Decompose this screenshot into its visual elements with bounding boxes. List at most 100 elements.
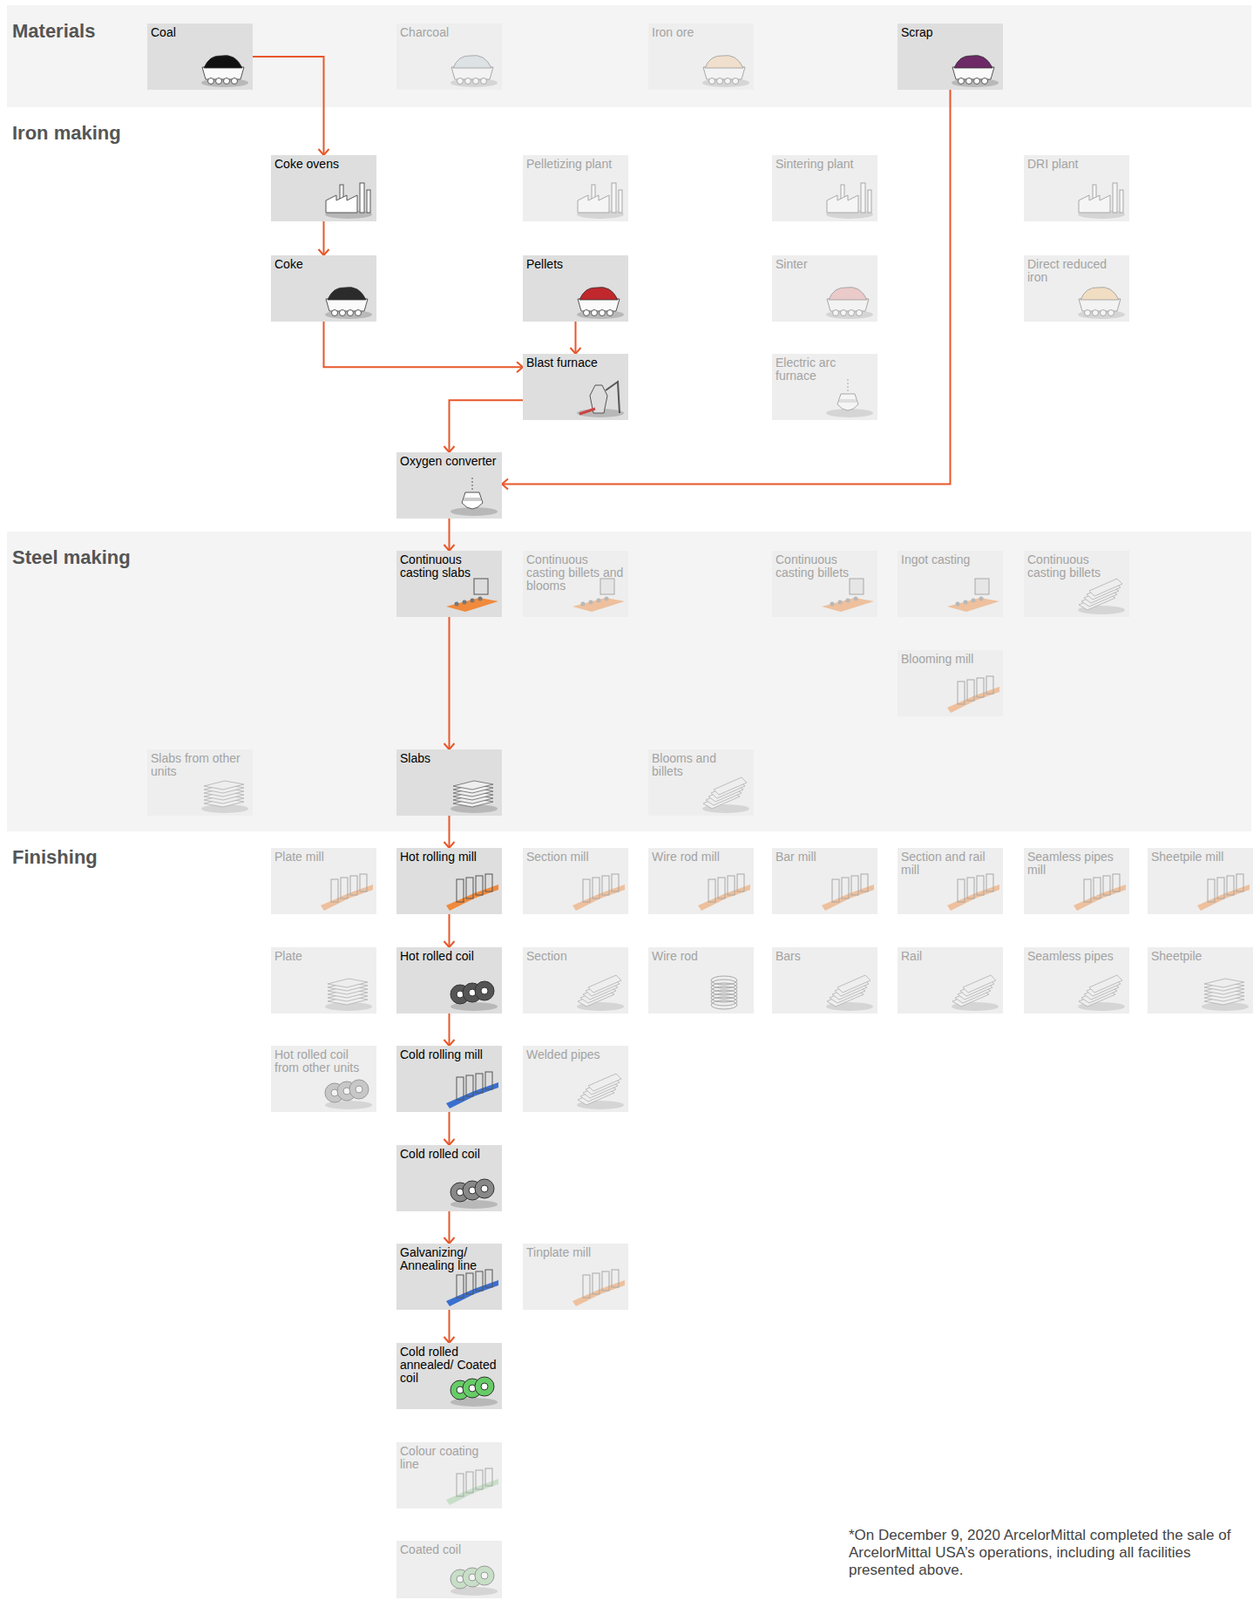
tile-icon xyxy=(570,575,627,616)
process-tile: Oxygen converter xyxy=(396,452,502,519)
tile-label: Bar mill xyxy=(772,847,878,864)
flow-arrow xyxy=(575,321,577,354)
tile-icon xyxy=(444,476,501,517)
process-tile: Iron ore xyxy=(648,23,754,90)
tile-label: Continuous casting billets and blooms xyxy=(522,550,629,593)
process-tile: Blooming mill xyxy=(897,650,1003,717)
tile-icon xyxy=(318,1070,375,1111)
process-tile: Cold rolling mill xyxy=(396,1045,502,1112)
tile-label: Section mill xyxy=(522,847,629,864)
tile-icon xyxy=(444,1466,501,1507)
tile-label: Direct reduced iron xyxy=(1023,255,1130,285)
tile-label: Sinter xyxy=(772,255,878,271)
flow-arrow xyxy=(448,518,451,551)
tile-label: Coated coil xyxy=(396,1540,502,1557)
tile-label: Continuous casting billets xyxy=(1023,550,1130,580)
process-tile: Continuous casting billets xyxy=(1023,550,1130,617)
tile-icon xyxy=(696,872,752,913)
tile-icon xyxy=(945,47,1002,89)
tile-icon xyxy=(696,47,752,89)
tile-label: Section and rail mill xyxy=(897,847,1003,877)
tile-icon xyxy=(444,971,501,1012)
tile-icon xyxy=(945,575,1002,616)
flow-arrow xyxy=(501,89,951,485)
tile-icon xyxy=(819,179,876,220)
tile-label: Seamless pipes xyxy=(1023,947,1130,963)
process-tile: Hot rolled coil xyxy=(396,947,502,1014)
tile-icon xyxy=(444,872,501,913)
process-tile: Cold rolled annealed/ Coated coil xyxy=(396,1342,502,1410)
tile-label: Section xyxy=(522,947,629,963)
flow-arrow xyxy=(449,399,524,453)
process-tile: Blooms and billets xyxy=(648,749,754,816)
tile-label: Blast furnace xyxy=(522,353,629,370)
tile-icon xyxy=(945,971,1002,1012)
process-tile: Wire rod mill xyxy=(648,847,754,915)
tile-icon xyxy=(318,971,375,1012)
tile-icon xyxy=(570,971,627,1012)
tile-icon xyxy=(570,1267,627,1308)
flow-arrow xyxy=(448,1013,451,1046)
tile-label: Welded pipes xyxy=(522,1045,629,1062)
flow-arrow xyxy=(448,815,451,848)
tile-icon xyxy=(444,1267,501,1308)
tile-label: Rail xyxy=(897,947,1003,963)
process-tile: Plate xyxy=(270,947,377,1014)
tile-label: Hot rolled coil xyxy=(396,947,502,963)
tile-label: Oxygen converter xyxy=(396,452,502,468)
section-heading: Materials xyxy=(12,20,95,43)
tile-label: Scrap xyxy=(897,23,1003,40)
process-tile: Coated coil xyxy=(396,1540,502,1599)
tile-label: Sintering plant xyxy=(772,155,878,171)
tile-icon xyxy=(195,773,251,814)
process-tile: Bars xyxy=(772,947,878,1014)
tile-label: Electric arc furnace xyxy=(772,353,878,383)
band-fill xyxy=(6,5,1252,108)
tile-label: Blooming mill xyxy=(897,650,1003,666)
band-fill xyxy=(6,531,1252,832)
tile-icon xyxy=(570,872,627,913)
tile-label: Ingot casting xyxy=(897,550,1003,567)
process-tile: Scrap xyxy=(897,23,1003,90)
footnote: *On December 9, 2020 ArcelorMittal compl… xyxy=(848,1526,1233,1579)
process-tile: Sintering plant xyxy=(772,155,878,222)
section-heading: Steel making xyxy=(12,546,131,570)
process-tile: Direct reduced iron xyxy=(1023,255,1130,322)
process-tile: Hot rolling mill xyxy=(396,847,502,915)
process-tile: Blast furnace xyxy=(522,353,629,420)
tile-label: Plate mill xyxy=(270,847,377,864)
tile-icon xyxy=(318,279,375,320)
tile-label: Wire rod mill xyxy=(648,847,754,864)
process-tile: Hot rolled coil from other units xyxy=(270,1045,377,1112)
tile-icon xyxy=(444,1169,501,1210)
tile-icon xyxy=(444,575,501,616)
tile-icon xyxy=(318,872,375,913)
flow-arrow xyxy=(324,321,524,367)
section-band: Steel makingContinuous casting slabsCont… xyxy=(6,531,1252,832)
tile-label: Slabs from other units xyxy=(147,749,253,779)
flow-arrow xyxy=(448,1111,451,1145)
process-tile: Sinter xyxy=(772,255,878,322)
tile-icon xyxy=(570,1070,627,1111)
tile-icon xyxy=(570,279,627,320)
process-tile: Section and rail mill xyxy=(897,847,1003,915)
process-tile: DRI plant xyxy=(1023,155,1130,222)
flow-arrow xyxy=(448,1211,451,1244)
process-tile: Seamless pipes xyxy=(1023,947,1130,1014)
tile-label: Seamless pipes mill xyxy=(1023,847,1130,877)
tile-label: Bars xyxy=(772,947,878,963)
tile-label: Cold rolled annealed/ Coated coil xyxy=(396,1342,502,1385)
section-band: MaterialsCoalCharcoalIron oreScrap xyxy=(6,5,1252,108)
tile-icon xyxy=(570,179,627,220)
flow-arrow xyxy=(448,616,451,750)
tile-label: Pelletizing plant xyxy=(522,155,629,171)
process-tile: Plate mill xyxy=(270,847,377,915)
tile-label: Coal xyxy=(147,23,253,40)
tile-label: Sheetpile xyxy=(1147,947,1254,963)
tile-icon xyxy=(195,47,251,89)
tile-label: Cold rolling mill xyxy=(396,1045,502,1062)
process-tile: Rail xyxy=(897,947,1003,1014)
tile-icon xyxy=(1195,971,1252,1012)
process-tile: Pelletizing plant xyxy=(522,155,629,222)
